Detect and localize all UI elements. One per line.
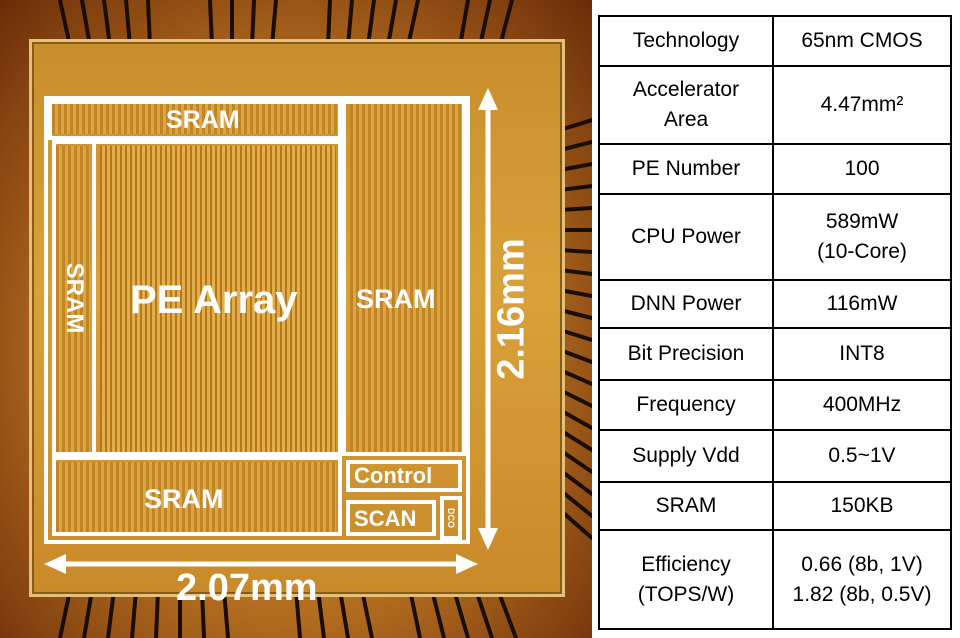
spec-value: 0.5~1V: [828, 444, 896, 467]
spec-value: 589mW (10-Core): [817, 210, 907, 263]
spec-value: 0.66 (8b, 1V) 1.82 (8b, 0.5V): [792, 552, 932, 606]
spec-row-frequency: Frequency 400MHz: [598, 379, 952, 431]
spec-value-cell: 400MHz: [772, 379, 952, 431]
width-dimension-label: 2.07mm: [176, 567, 318, 609]
spec-value: 4.47mm²: [820, 93, 904, 116]
spec-value-cell: 100: [772, 143, 952, 195]
spec-value-cell: 0.5~1V: [772, 429, 952, 483]
spec-row-accelerator-area: Accelerator Area 4.47mm²: [598, 65, 952, 145]
package-bond-wires: [58, 0, 592, 638]
width-arrow-right-head: [456, 554, 478, 574]
sram-top-box: [48, 100, 342, 140]
spec-row-bit-precision: Bit Precision INT8: [598, 327, 952, 381]
spec-row-sram: SRAM 150KB: [598, 481, 952, 531]
spec-label-cell: SRAM: [598, 481, 774, 531]
sram-bottom-label: SRAM: [144, 484, 224, 514]
spec-value: 65nm CMOS: [801, 29, 923, 52]
spec-label-cell: Bit Precision: [598, 327, 774, 381]
spec-value: 116mW: [826, 292, 898, 315]
spec-value-cell: 0.66 (8b, 1V) 1.82 (8b, 0.5V): [772, 529, 952, 630]
scan-box: [346, 500, 436, 536]
spec-label-cell: Technology: [598, 15, 774, 67]
spec-label-cell: Frequency: [598, 379, 774, 431]
spec-label-cell: PE Number: [598, 143, 774, 195]
spec-label: Efficiency (TOPS/W): [637, 552, 735, 606]
sram-right-texture: [350, 104, 462, 452]
spec-value-cell: 150KB: [772, 481, 952, 531]
spec-row-dnn-power: DNN Power 116mW: [598, 279, 952, 329]
sram-bottom-texture: [56, 462, 336, 532]
spec-row-cpu-power: CPU Power 589mW (10-Core): [598, 193, 952, 281]
spec-label: SRAM: [655, 494, 717, 517]
spec-label: DNN Power: [630, 292, 742, 315]
pe-array-box: [92, 140, 342, 456]
sram-top-label: SRAM: [166, 106, 240, 134]
spec-label: Bit Precision: [627, 342, 745, 365]
spec-label: Accelerator Area: [632, 78, 740, 131]
height-arrow-top-head: [478, 88, 498, 110]
spec-row-pe-number: PE Number 100: [598, 143, 952, 195]
dco-box: [440, 496, 462, 540]
height-arrow-bottom-head: [478, 528, 498, 550]
sram-right-box: [342, 100, 466, 456]
sram-left-texture: [56, 146, 90, 452]
spec-label-cell: CPU Power: [598, 193, 774, 281]
spec-label: Frequency: [636, 393, 736, 416]
spec-value: INT8: [839, 342, 885, 365]
spec-value: 100: [844, 157, 880, 180]
width-arrow-left-head: [44, 554, 66, 574]
dimension-arrows: [0, 0, 592, 638]
spec-value-cell: 116mW: [772, 279, 952, 329]
spec-value-cell: INT8: [772, 327, 952, 381]
spec-value-cell: 589mW (10-Core): [772, 193, 952, 281]
control-label: Control: [354, 463, 433, 488]
control-box: [346, 460, 462, 492]
spec-value-cell: 65nm CMOS: [772, 15, 952, 67]
spec-label: CPU Power: [631, 225, 741, 248]
spec-value: 150KB: [830, 494, 894, 517]
die-photo: SRAM SRAM PE Array SRAM SRAM Control SCA…: [0, 0, 592, 638]
spec-label-cell: DNN Power: [598, 279, 774, 329]
spec-row-technology: Technology 65nm CMOS: [598, 15, 952, 67]
height-dimension-label: 2.16mm: [490, 238, 533, 380]
accelerator-outline: [44, 96, 470, 544]
spec-table: Technology 65nm CMOS Accelerator Area 4.…: [598, 15, 952, 630]
scan-label: SCAN: [354, 506, 417, 531]
sram-top-texture: [52, 104, 338, 134]
spec-label: Supply Vdd: [632, 444, 740, 467]
sram-bottom-box: [52, 456, 342, 536]
spec-label: PE Number: [631, 157, 741, 180]
spec-label-cell: Supply Vdd: [598, 429, 774, 483]
spec-label-cell: Accelerator Area: [598, 65, 774, 145]
spec-value: 400MHz: [822, 393, 902, 416]
pe-array-label: PE Array: [130, 278, 298, 322]
spec-row-efficiency: Efficiency (TOPS/W) 0.66 (8b, 1V) 1.82 (…: [598, 529, 952, 630]
spec-row-supply-vdd: Supply Vdd 0.5~1V: [598, 429, 952, 483]
sram-right-label: SRAM: [356, 284, 436, 314]
spec-value-cell: 4.47mm²: [772, 65, 952, 145]
spec-label: Technology: [632, 29, 740, 52]
spec-label-cell: Efficiency (TOPS/W): [598, 529, 774, 630]
pe-array-texture: [100, 146, 336, 452]
